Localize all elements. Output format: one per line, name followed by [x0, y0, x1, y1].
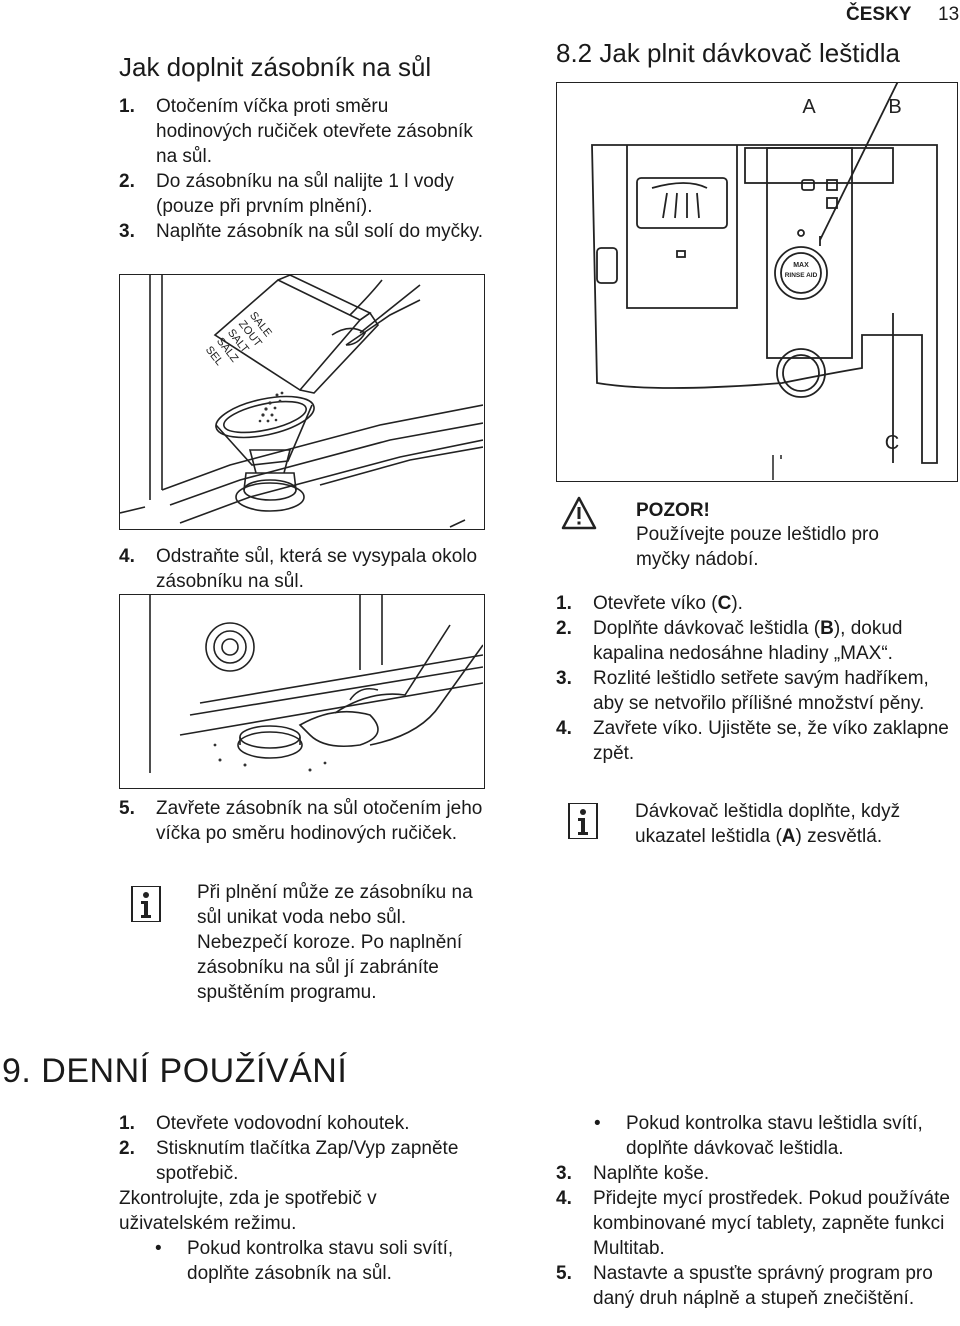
- rinse-step: 2.Doplňte dávkovač leštidla (B), dokud k…: [556, 618, 903, 664]
- warning-title: POZOR!: [636, 500, 710, 521]
- rinse-heading: 8.2 Jak plnit dávkovač leštidla: [556, 38, 900, 68]
- daily-use-heading: 9. DENNÍ POUŽÍVÁNÍ: [2, 1052, 348, 1090]
- daily-step: 3.Naplňte koše.: [556, 1163, 710, 1184]
- salt-step: 3.Naplňte zásobník na sůl solí do myčky.: [119, 221, 484, 242]
- rinse-aid-dispenser-illustration: A B C MAX RINSE AID: [556, 62, 958, 483]
- daily-step: 1.Otevřete vodovodní kohoutek.: [119, 1113, 410, 1134]
- daily-step: 2.Stisknutím tlačítka Zap/Vyp zapněte sp…: [119, 1138, 459, 1184]
- daily-left-column: 1.Otevřete vodovodní kohoutek. 2.Stisknu…: [119, 1111, 514, 1286]
- wiping-drawing: [149, 595, 484, 773]
- salt-step: 2.Do zásobníku na sůl nalijte 1 l vody (…: [119, 171, 454, 217]
- info-icon: [568, 803, 598, 839]
- salt-info-note: Při plnění může ze zásobníku na sůl unik…: [197, 882, 473, 1003]
- max-label: MAX: [793, 262, 809, 269]
- daily-step: 4.Přidejte mycí prostředek. Pokud použív…: [556, 1188, 950, 1259]
- rinse-step: 4.Zavřete víko. Ujistěte se, že víko zak…: [556, 718, 949, 764]
- label-b: B: [888, 96, 901, 118]
- salt-wiping-illustration: [119, 594, 485, 789]
- label-c: C: [885, 432, 899, 454]
- daily-check-text: Zkontrolujte, zda je spotřebič v uživate…: [119, 1188, 377, 1234]
- salt-step-5: 5.Zavřete zásobník na sůl otočením jeho …: [119, 796, 494, 846]
- warning-text: Používejte pouze leštidlo pro myčky nádo…: [636, 524, 879, 570]
- salt-pouring-illustration: SALE ZOUT SALT SALZ SEL: [119, 274, 485, 530]
- daily-bullet: Pokud kontrolka stavu soli svítí, doplňt…: [153, 1236, 517, 1286]
- rinse-step: 3.Rozlité leštidlo setřete savým hadříke…: [556, 668, 929, 714]
- info-icon: [131, 886, 161, 922]
- page-number: 13: [938, 4, 960, 25]
- salt-heading: Jak doplnit zásobník na sůl: [119, 52, 432, 82]
- salt-funnel-drawing: SALE ZOUT SALT SALZ SEL: [119, 274, 484, 528]
- daily-step: 5.Nastavte a spusťte správný program pro…: [556, 1263, 933, 1309]
- language-label: ČESKY: [846, 4, 912, 25]
- page-header: ČESKY 13: [836, 4, 960, 28]
- rinse-aid-label: RINSE AID: [785, 272, 818, 279]
- salt-step: 4.Odstraňte sůl, která se vysypala okolo…: [119, 546, 478, 592]
- daily-right-column: Pokud kontrolka stavu leštidla svítí, do…: [556, 1111, 956, 1311]
- rinse-info-note: Dávkovač leštidla doplňte, když ukazatel…: [635, 801, 901, 847]
- warning-icon: [561, 496, 597, 530]
- daily-bullet: Pokud kontrolka stavu leštidla svítí, do…: [592, 1111, 956, 1161]
- rinse-step: 1.Otevřete víko (C).: [556, 593, 743, 614]
- salt-steps-1-3: 1.Otočením víčka proti směru hodinových …: [119, 94, 489, 244]
- label-a: A: [802, 96, 816, 118]
- dispenser-drawing: A B C MAX RINSE AID: [591, 62, 938, 483]
- rinse-steps: 1.Otevřete víko (C). 2.Doplňte dávkovač …: [556, 591, 956, 766]
- salt-step: 1.Otočením víčka proti směru hodinových …: [119, 96, 473, 167]
- salt-step: 5.Zavřete zásobník na sůl otočením jeho …: [119, 798, 483, 844]
- salt-step-4: 4.Odstraňte sůl, která se vysypala okolo…: [119, 544, 489, 594]
